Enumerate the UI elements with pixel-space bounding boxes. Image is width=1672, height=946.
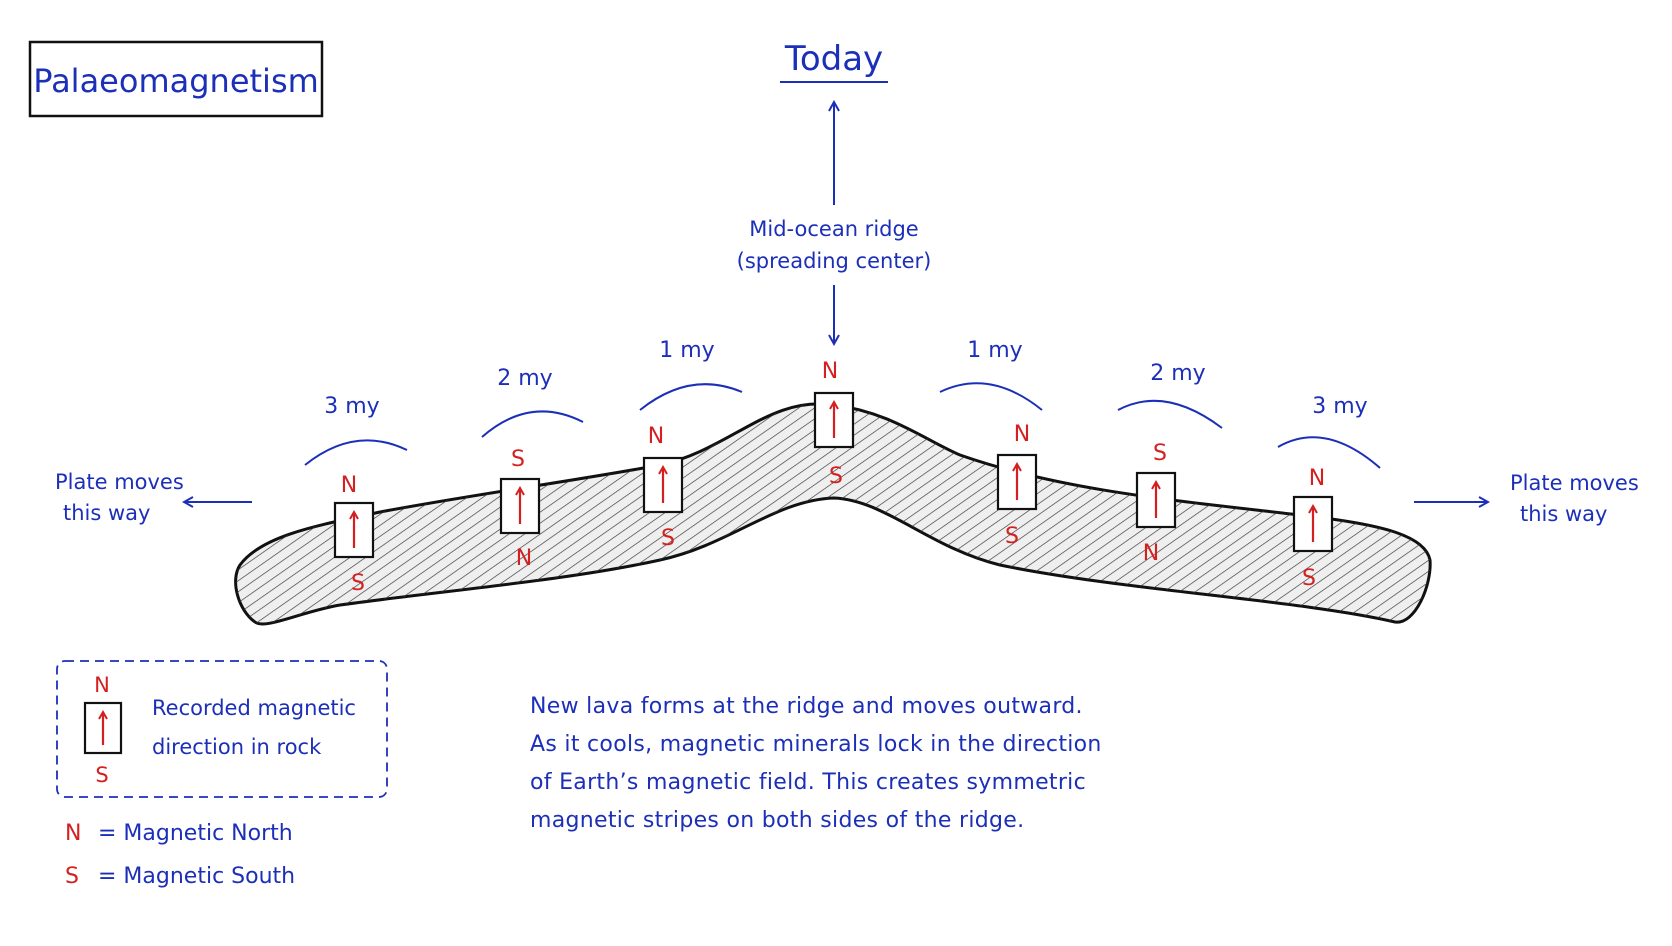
paragraph-line: New lava forms at the ridge and moves ou…	[530, 694, 1083, 719]
paragraph-line: magnetic stripes on both sides of the ri…	[530, 808, 1025, 833]
magnet-top-pole: N	[1014, 422, 1030, 447]
legend-text-line1: Recorded magnetic	[152, 696, 356, 720]
title-frame	[28, 40, 324, 118]
magnet-bottom-pole: S	[351, 571, 365, 596]
age-label: 2 my	[1150, 361, 1205, 386]
key-north-letter: N	[65, 821, 81, 846]
plate-right-line2: this way	[1520, 502, 1607, 526]
rock-hatching	[235, 403, 1431, 625]
legend: N S Recorded magnetic direction in rock	[56, 660, 388, 798]
magnet-top-pole: N	[1309, 466, 1325, 491]
paragraph-line: of Earth’s magnetic field. This creates …	[530, 770, 1086, 795]
magnet-top-pole: N	[648, 424, 664, 449]
magnet-top-pole: S	[1153, 441, 1167, 466]
magnet-top-pole: N	[822, 359, 838, 384]
legend-text-line2: direction in rock	[152, 735, 322, 759]
plate-right-line1: Plate moves	[1510, 471, 1639, 495]
magnet-bottom-pole: S	[1005, 524, 1019, 549]
plate-left-line1: Plate moves	[55, 470, 184, 494]
magnet-bottom-pole: N	[516, 546, 532, 571]
magnet: N S	[996, 422, 1038, 549]
magnet-bottom-pole: S	[829, 464, 843, 489]
magnet-bottom-pole: S	[661, 526, 675, 551]
magnet-bottom-pole: N	[1143, 541, 1159, 566]
title-box: Palaeomagnetism	[28, 40, 324, 118]
ridge-label-line1: Mid-ocean ridge	[749, 217, 918, 241]
age-arc	[304, 439, 408, 466]
magnet-bottom-pole: S	[1302, 566, 1316, 591]
magnet: N S	[813, 359, 855, 489]
age-label: 1 my	[659, 338, 714, 363]
magnet-top-pole: N	[341, 473, 357, 498]
age-label: 1 my	[967, 338, 1022, 363]
plate-left-line2: this way	[63, 501, 150, 525]
age-arc	[1277, 436, 1381, 469]
magnet: N S	[1292, 466, 1334, 591]
explanation-paragraph: New lava forms at the ridge and moves ou…	[530, 688, 1130, 840]
age-arc	[1117, 399, 1223, 429]
magnet: N S	[642, 424, 684, 551]
age-label: 3 my	[324, 394, 379, 419]
legend-bottom-pole: S	[95, 763, 108, 787]
age-label: 3 my	[1312, 394, 1367, 419]
magnet: N S	[333, 473, 375, 596]
key-south-letter: S	[65, 864, 79, 889]
magnet-top-pole: S	[511, 447, 525, 472]
key-north-text: = Magnetic North	[98, 821, 293, 846]
age-arc	[939, 382, 1043, 411]
key-south-text: = Magnetic South	[98, 864, 295, 889]
legend-frame	[56, 660, 388, 798]
today-label: Today	[784, 39, 883, 79]
age-label: 2 my	[497, 366, 552, 391]
legend-top-pole: N	[94, 673, 110, 697]
page-title: Palaeomagnetism	[33, 62, 319, 100]
ridge-label-line2: (spreading center)	[737, 249, 932, 273]
magnet: S N	[1135, 441, 1177, 566]
age-arc	[481, 410, 584, 438]
age-arc	[639, 383, 743, 411]
magnet: S N	[499, 447, 541, 571]
paragraph-line: As it cools, magnetic minerals lock in t…	[530, 732, 1102, 757]
